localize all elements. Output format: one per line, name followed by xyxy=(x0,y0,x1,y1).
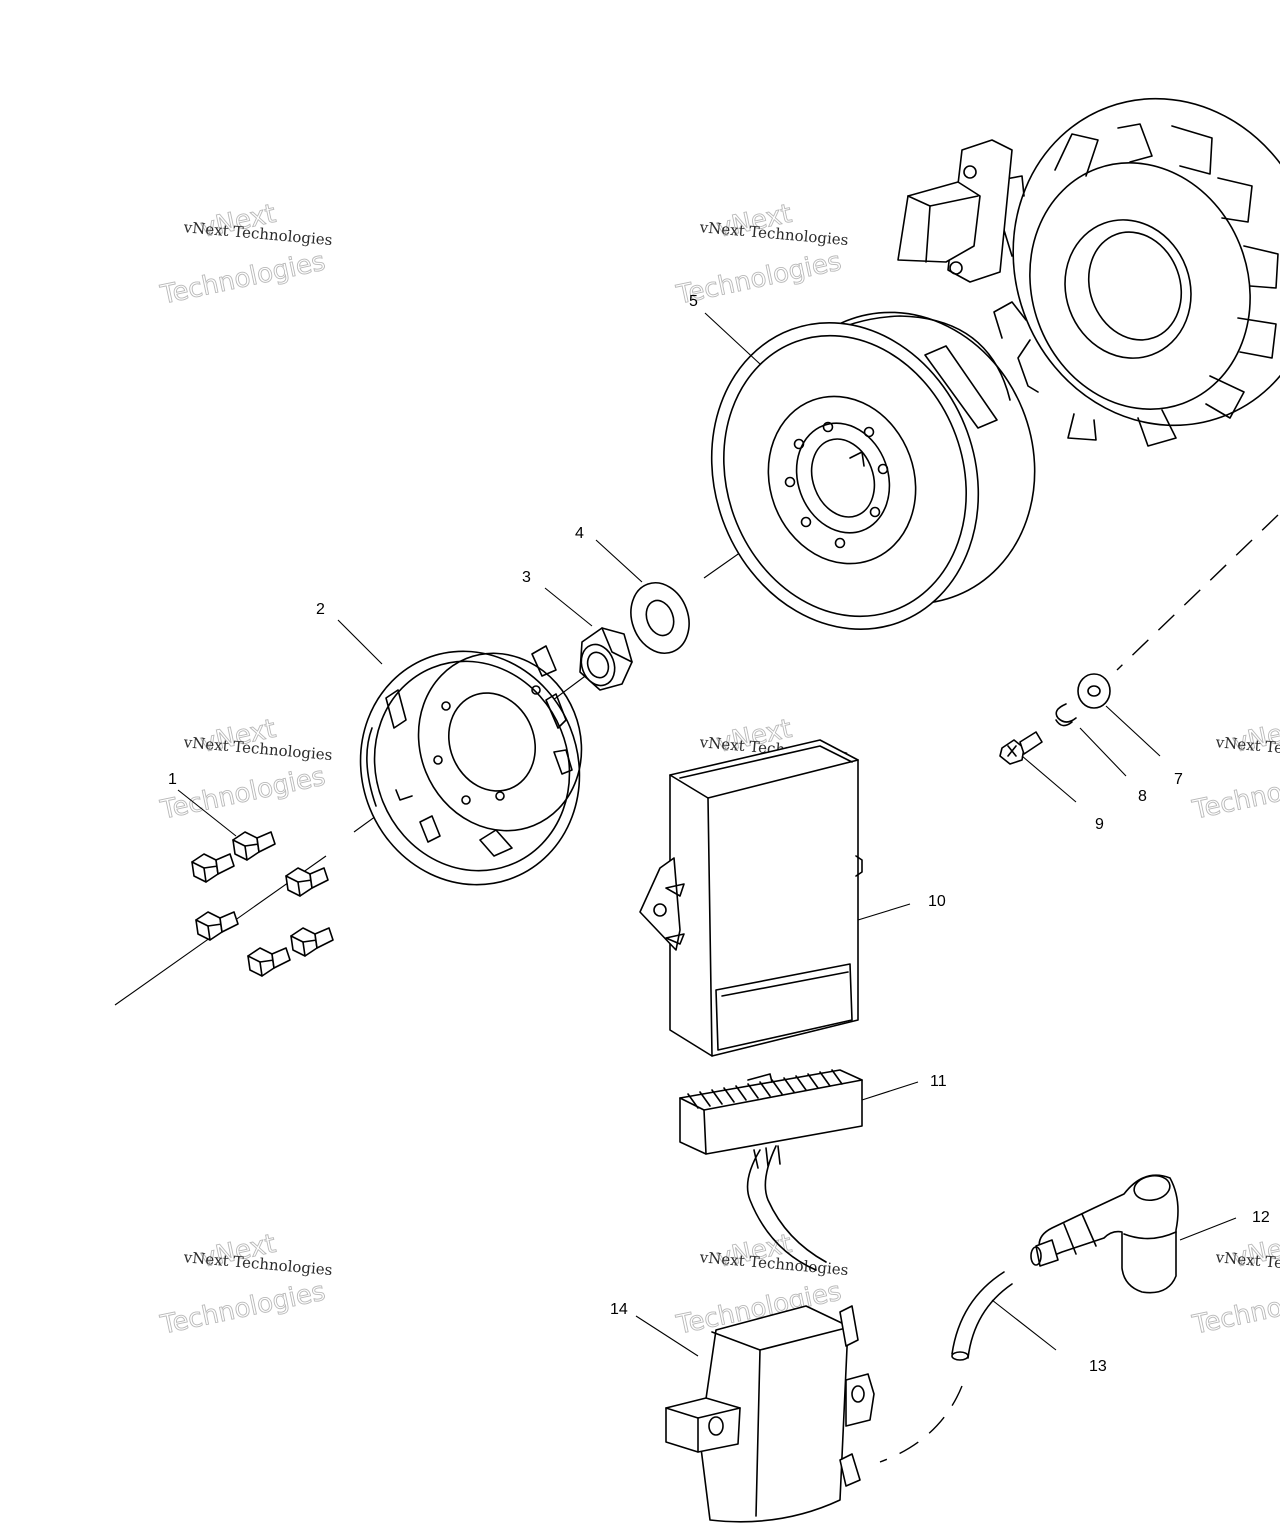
stator xyxy=(897,97,1280,447)
connector xyxy=(679,1069,863,1271)
watermark: vNext vNext Technologies Technologies xyxy=(157,1228,333,1341)
spark-plug-cap xyxy=(1030,1174,1179,1294)
nut xyxy=(579,627,633,691)
callout-12: 12 xyxy=(1252,1209,1270,1226)
callout-9: 9 xyxy=(1095,816,1104,833)
svg-text:Technologies: Technologies xyxy=(673,247,844,311)
svg-text:Technologies: Technologies xyxy=(157,247,328,311)
watermark: vNext vNext Technologies Technologies xyxy=(1189,1228,1280,1341)
bolt xyxy=(285,867,329,897)
callout-labels: 1 2 3 4 5 7 8 9 10 11 12 13 14 xyxy=(168,293,1270,1375)
callout-1: 1 xyxy=(168,771,177,788)
callout-11: 11 xyxy=(930,1073,947,1090)
bolt-group xyxy=(191,831,334,977)
leader-lines xyxy=(177,312,1237,1357)
bolt xyxy=(232,831,276,861)
watermark: vNext vNext Technologies Technologies xyxy=(673,198,849,311)
flat-washer xyxy=(1077,673,1111,709)
ignition-coil xyxy=(665,1305,875,1523)
callout-10: 10 xyxy=(928,893,946,910)
callout-2: 2 xyxy=(316,601,325,618)
callout-5: 5 xyxy=(689,293,698,310)
callout-8: 8 xyxy=(1138,788,1147,805)
watermark: vNext vNext Technologies Technologies xyxy=(157,713,333,826)
bolt xyxy=(290,927,334,957)
svg-text:Technologies: Technologies xyxy=(157,1277,328,1341)
callout-3: 3 xyxy=(522,569,531,586)
callout-7: 7 xyxy=(1174,771,1183,788)
svg-text:vNext Technologies: vNext Technologies xyxy=(1214,1248,1280,1279)
bolt xyxy=(191,853,235,883)
ignition-lead xyxy=(879,1271,1013,1463)
lock-washer xyxy=(1055,703,1077,727)
svg-text:Technologies: Technologies xyxy=(1189,1277,1280,1341)
callout-4: 4 xyxy=(575,525,584,542)
svg-text:Technologies: Technologies xyxy=(1189,762,1280,826)
flywheel xyxy=(710,311,1036,630)
washer xyxy=(630,582,690,654)
callout-14: 14 xyxy=(610,1301,628,1318)
watermark: vNext vNext Technologies Technologies xyxy=(157,198,333,311)
bolt xyxy=(195,911,239,941)
watermark: vNext vNext Technologies Technologies xyxy=(1189,713,1280,826)
callout-13: 13 xyxy=(1089,1358,1107,1375)
screw xyxy=(999,731,1043,765)
starter-cup xyxy=(359,645,583,886)
bolt xyxy=(247,947,291,977)
svg-text:vNext Technologies: vNext Technologies xyxy=(1214,733,1280,764)
cdi-box xyxy=(639,739,863,1057)
